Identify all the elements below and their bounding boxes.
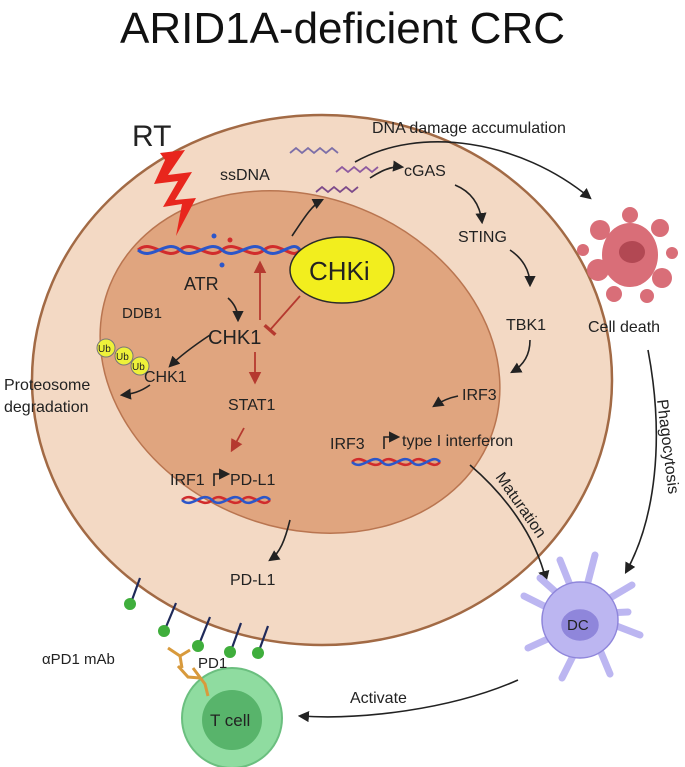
arrow-to-proteosome <box>119 384 151 400</box>
chk1-ub-label: CHK1 <box>144 369 187 386</box>
promoter-arrow-icon <box>383 431 401 449</box>
ssdna-label: ssDNA <box>220 167 270 184</box>
chki-inhibit-arrow <box>263 295 301 337</box>
atr-label: ATR <box>184 274 219 294</box>
pdl1-membrane-label: PD-L1 <box>230 572 275 589</box>
chki-badge <box>289 236 395 304</box>
dna-pdl1-icon <box>181 495 272 505</box>
dc-label: DC <box>567 617 589 634</box>
chki-label: CHKi <box>309 256 370 286</box>
ssdna-strands-icon <box>289 146 379 194</box>
arrow-tbk1-to-irf3 <box>510 339 531 374</box>
arrow-to-cell-death <box>354 141 592 200</box>
pdl1-ball-icon <box>192 640 204 652</box>
arrow-ssdna-to-cgas <box>369 160 405 179</box>
pdl1-nucleus-label: PD-L1 <box>230 472 275 489</box>
pdl1-ball-icon <box>224 646 236 658</box>
phagocytosis-label: Phagocytosis <box>653 398 681 495</box>
arrow-dna-to-ssdna <box>291 198 325 237</box>
pdl1-ball-icon <box>252 647 264 659</box>
activate-label: Activate <box>350 690 407 707</box>
cell-death-label: Cell death <box>588 319 660 336</box>
arrow-chk1-to-ub <box>168 334 211 368</box>
ub-label-1: Ub <box>98 344 111 355</box>
dna-helix-icon <box>137 233 302 268</box>
antibody-icon <box>167 646 191 669</box>
arrow-activate <box>297 679 519 723</box>
rt-label: RT <box>132 120 171 153</box>
promoter-arrow-pdl1-icon <box>213 468 231 486</box>
arrow-irf3-to-nucleus <box>432 395 459 408</box>
pdl1-proteins <box>124 577 270 659</box>
stat1-label: STAT1 <box>228 397 276 414</box>
t-cell-label: T cell <box>210 711 250 730</box>
pd1-receptor-icon <box>176 664 210 697</box>
sting-label: STING <box>458 229 507 246</box>
pdl1-ball-icon <box>158 625 170 637</box>
radiation-bolt-icon <box>154 150 196 236</box>
title-text: ARID1A-deficient CRC <box>119 4 566 53</box>
ubiquitin-chain-icon <box>96 338 150 376</box>
ddb1-label: DDB1 <box>122 305 162 322</box>
dna-ifn-icon <box>351 457 442 467</box>
dendritic-cell-icon <box>520 551 644 682</box>
proteosome-label: Proteosome <box>4 377 90 394</box>
chk1-label: CHK1 <box>208 327 261 349</box>
arrow-to-membrane <box>268 519 291 562</box>
arrow-phagocytosis <box>624 349 658 574</box>
ub-label-3: Ub <box>132 362 145 373</box>
title: ARID1A-deficient CRC <box>0 4 685 54</box>
arrow-maturation <box>469 464 550 583</box>
arrow-sting-to-tbk1 <box>509 249 536 288</box>
type1-ifn-label: type I interferon <box>402 433 513 450</box>
nucleus <box>99 190 501 534</box>
apd1-label: αPD1 mAb <box>42 651 115 668</box>
arrow-atr-to-chk1 <box>227 297 244 323</box>
cgas-label: cGAS <box>404 163 446 180</box>
irf3-promoter-label: IRF3 <box>330 436 365 453</box>
dna-damage-label: DNA damage accumulation <box>372 120 566 137</box>
ub-label-2: Ub <box>116 352 129 363</box>
irf1-label: IRF1 <box>170 472 205 489</box>
cell-death-icon <box>577 207 678 303</box>
arrow-stat1-to-irf1 <box>230 427 245 453</box>
pd1-label: PD1 <box>198 655 227 672</box>
degradation-label: degradation <box>4 399 89 416</box>
pdl1-ball-icon <box>124 598 136 610</box>
tbk1-label: TBK1 <box>506 317 546 334</box>
arrow-cgas-to-sting <box>454 184 487 225</box>
irf3-label: IRF3 <box>462 387 497 404</box>
